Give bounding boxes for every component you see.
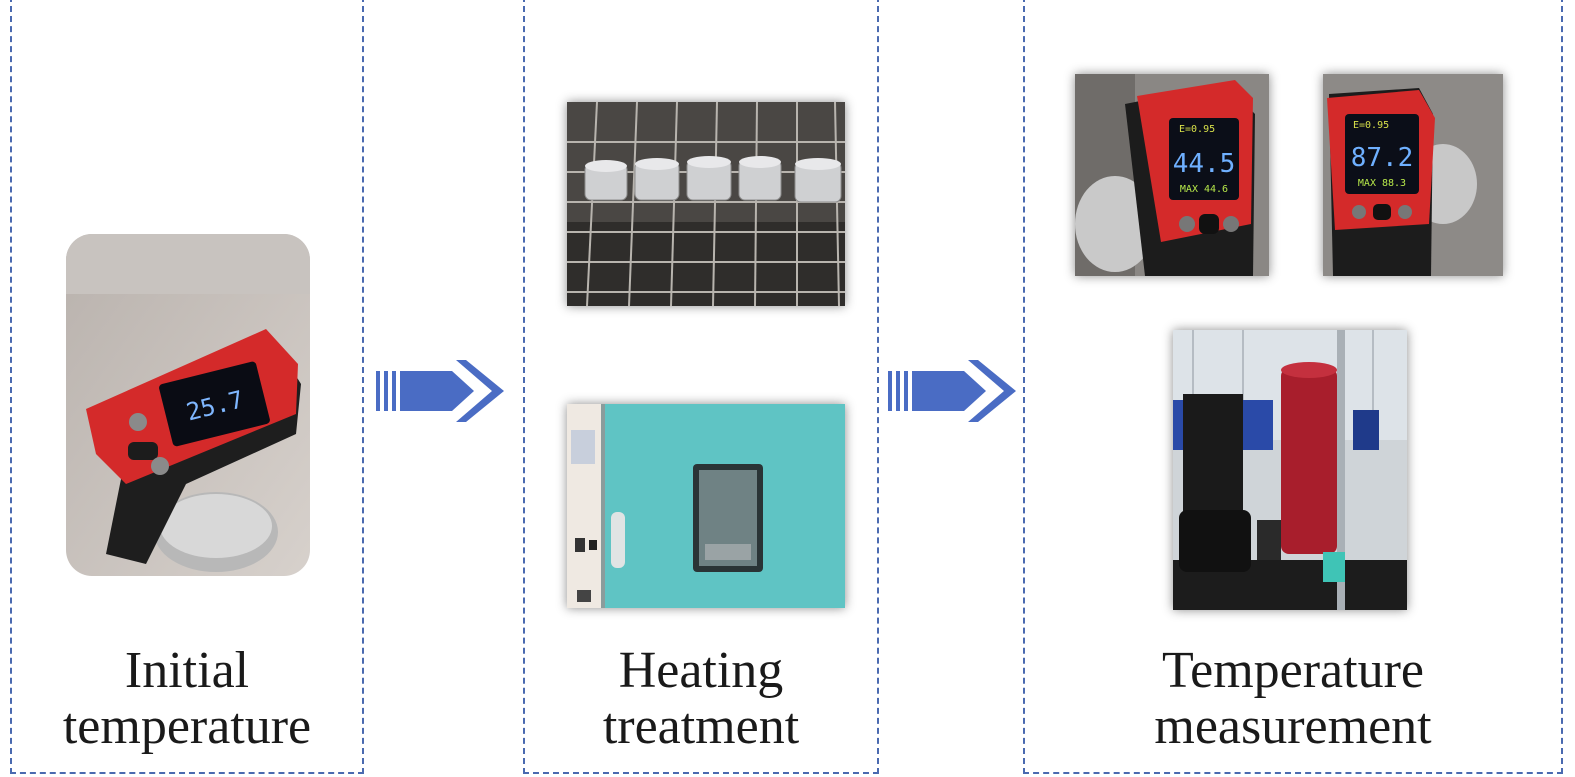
photo-thermometer-reading-b: E=0.95 87.2 MAX 88.3 [1323,74,1503,276]
arrow-right-icon [888,360,1016,422]
photo-drying-oven [567,404,845,608]
emissivity-text-b: E=0.95 [1353,120,1389,131]
reading-b-text: 87.2 [1351,143,1414,173]
caption-measurement-line1: Temperature [1162,642,1424,699]
caption-heating-line2: treatment [602,698,800,755]
caption-heating-line1: Heating [618,642,784,699]
reading-a-sub-text: MAX 44.6 [1180,184,1228,195]
photo-oven-rack [567,102,845,306]
caption-heating: Heating treatment [525,643,877,755]
caption-initial-line1: Initial [124,642,250,699]
panel-initial-temperature: 25.7 Initial temperature [10,0,364,774]
reading-b-sub-text: MAX 88.3 [1358,178,1406,189]
caption-initial: Initial temperature [12,643,362,755]
photo-thermometer-initial: 25.7 [66,234,310,576]
arrow-right-icon [376,360,504,422]
caption-initial-line2: temperature [62,698,312,755]
panel-heating-treatment: Heating treatment [523,0,879,774]
emissivity-text-a: E=0.95 [1179,124,1215,135]
caption-measurement: Temperature measurement [1025,643,1561,755]
panel-temperature-measurement: E=0.95 44.5 MAX 44.6 E=0.95 87.2 MAX 88.… [1023,0,1563,774]
caption-measurement-line2: measurement [1154,698,1432,755]
reading-a-text: 44.5 [1173,149,1236,179]
photo-measurement-setup [1173,330,1407,610]
photo-thermometer-reading-a: E=0.95 44.5 MAX 44.6 [1075,74,1269,276]
